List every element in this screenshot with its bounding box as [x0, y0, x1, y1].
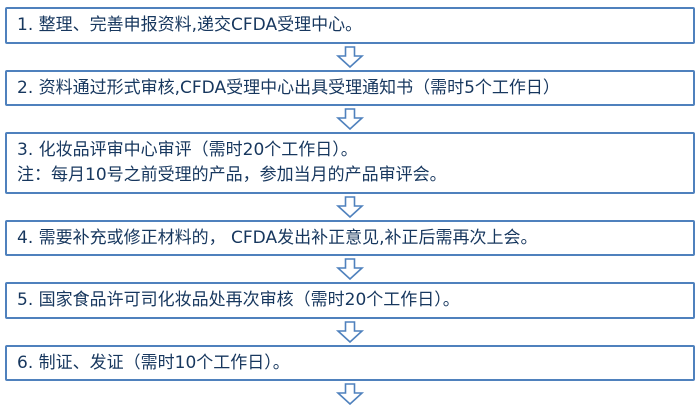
step-3-text: 3. 化妆品评审中心审评（需时20个工作日）。 — [17, 140, 358, 161]
step-box-6: 6. 制证、发证（需时10个工作日）。 — [5, 344, 695, 382]
step-box-1: 1. 整理、完善申报资料,递交CFDA受理中心。 — [5, 7, 695, 44]
down-arrow-icon — [335, 321, 365, 343]
step-6-text: 6. 制证、发证（需时10个工作日）。 — [17, 352, 290, 373]
step-5-text: 5. 国家食品许可司化妆品处再次审核（需时20个工作日）。 — [17, 290, 460, 311]
down-arrow-icon — [335, 195, 365, 218]
down-arrow-icon — [335, 108, 365, 131]
step-box-3: 3. 化妆品评审中心审评（需时20个工作日）。 注：每月10号之前受理的产品，参… — [5, 132, 695, 194]
step-box-4: 4. 需要补充或修正材料的， CFDA发出补正意见,补正后需再次上会。 — [5, 219, 695, 257]
step-box-5: 5. 国家食品许可司化妆品处再次审核（需时20个工作日）。 — [5, 282, 695, 319]
down-arrow-icon — [335, 258, 365, 281]
step-box-2: 2. 资料通过形式审核,CFDA受理中心出具受理通知书（需时5个工作日） — [5, 69, 695, 107]
step-1-text: 1. 整理、完善申报资料,递交CFDA受理中心。 — [17, 15, 363, 35]
step-4-text: 4. 需要补充或修正材料的， CFDA发出补正意见,补正后需再次上会。 — [17, 227, 538, 248]
step-3-note: 注：每月10号之前受理的产品，参加当月的产品审评会。 — [17, 164, 447, 185]
down-arrow-icon — [335, 383, 365, 406]
down-arrow-icon — [335, 45, 365, 68]
step-2-text: 2. 资料通过形式审核,CFDA受理中心出具受理通知书（需时5个工作日） — [17, 77, 560, 98]
